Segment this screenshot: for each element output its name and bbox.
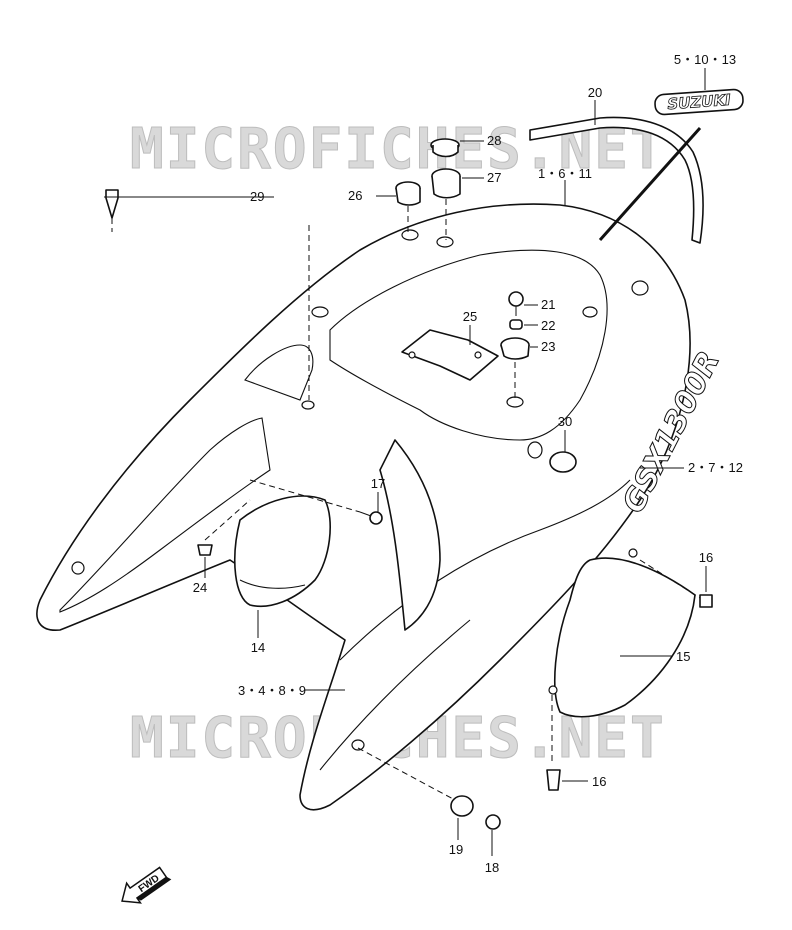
callout-21: 21 xyxy=(541,297,555,312)
callout-15: 15 xyxy=(676,649,690,664)
fwd-arrow: FWD xyxy=(121,866,172,904)
bracket xyxy=(401,329,499,381)
callout-19: 19 xyxy=(449,842,463,857)
callout-14: 14 xyxy=(251,640,265,655)
callout-1-6-11: 1・6・11 xyxy=(538,166,592,181)
callout-29: 29 xyxy=(250,189,264,204)
callout-22: 22 xyxy=(541,318,555,333)
callout-26: 26 xyxy=(348,188,362,203)
callout-2-7-12: 2・7・12 xyxy=(688,460,743,475)
leader-lines xyxy=(104,68,707,856)
callout-5-10-13: 5・10・13 xyxy=(674,52,736,67)
callouts: 5・10・13 20 28 26 27 29 1・6・11 21 22 25 2… xyxy=(193,52,743,875)
callout-27: 27 xyxy=(487,170,501,185)
callout-28: 28 xyxy=(487,133,501,148)
suzuki-decal: SUZUKI xyxy=(654,88,744,116)
callout-18: 18 xyxy=(485,860,499,875)
callout-25: 25 xyxy=(463,309,477,324)
grab-rail xyxy=(529,116,704,244)
tool-box xyxy=(234,495,331,607)
callout-17: 17 xyxy=(371,476,385,491)
suzuki-decal-text: SUZUKI xyxy=(667,91,732,113)
callout-16-bottom: 16 xyxy=(592,774,606,789)
callout-23: 23 xyxy=(541,339,555,354)
assembly-lines xyxy=(111,199,701,801)
callout-30: 30 xyxy=(558,414,572,429)
callout-20: 20 xyxy=(588,85,602,100)
callout-24: 24 xyxy=(193,580,207,595)
callout-3-4-8-9: 3・4・8・9 xyxy=(238,683,306,698)
callout-16-top: 16 xyxy=(699,550,713,565)
